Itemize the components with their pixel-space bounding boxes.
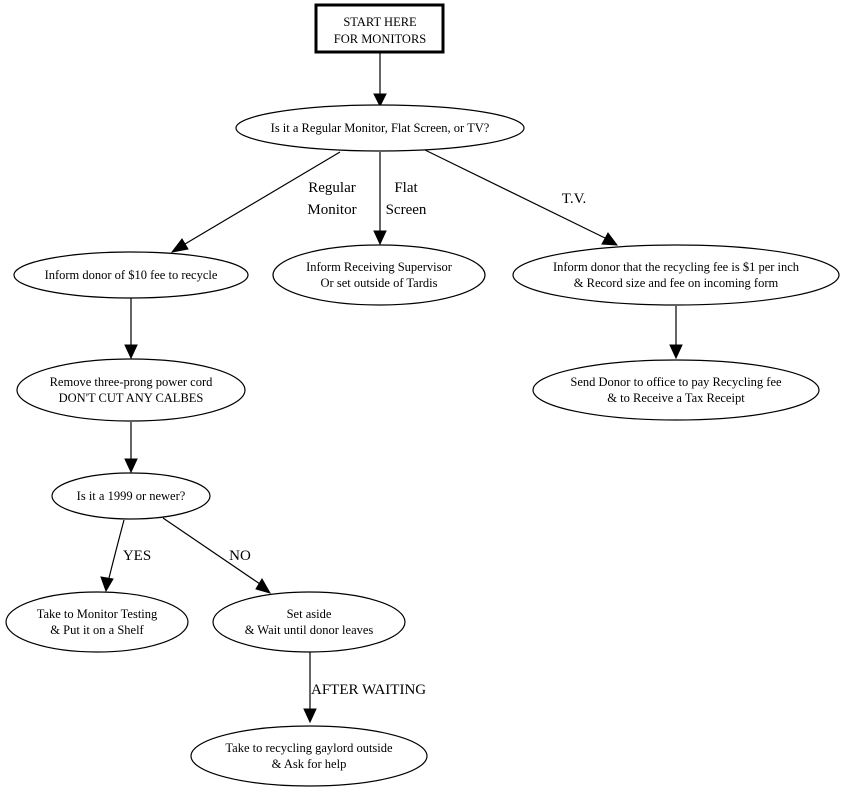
node-send-office-line-2: & to Receive a Tax Receipt [607, 391, 745, 405]
node-set-aside: Set aside & Wait until donor leaves [212, 591, 406, 653]
node-remove-cord-line-1: Remove three-prong power cord [50, 375, 214, 389]
arrowhead [601, 232, 619, 246]
arrowhead [124, 458, 138, 474]
edge-type-to-fee [184, 151, 341, 245]
arrowhead [373, 230, 387, 246]
node-start-line-2: FOR MONITORS [334, 32, 427, 46]
node-inform-tv-fee-line-2: & Record size and fee on incoming form [574, 276, 779, 290]
node-year-question: Is it a 1999 or newer? [51, 472, 211, 520]
edge-label-no: NO [229, 548, 251, 564]
node-remove-cord: Remove three-prong power cord DON'T CUT … [16, 358, 246, 422]
node-monitor-testing-line-2: & Put it on a Shelf [50, 623, 144, 637]
edge-label-flat-screen-line-2: Screen [386, 202, 427, 218]
node-inform-fee: Inform donor of $10 fee to recycle [13, 251, 249, 299]
edge-labels: Regular Monitor Flat Screen T.V. YES NO … [123, 180, 586, 698]
node-monitor-testing-line-1: Take to Monitor Testing [37, 607, 158, 621]
edge-year-to-set-aside [162, 517, 261, 585]
edge-type-to-tv-fee [424, 149, 606, 239]
edge-year-to-testing [108, 519, 125, 579]
node-type-question-text: Is it a Regular Monitor, Flat Screen, or… [271, 121, 490, 135]
node-inform-tv-fee: Inform donor that the recycling fee is $… [512, 244, 840, 306]
edge-label-regular-monitor-line-2: Monitor [307, 202, 356, 218]
arrowhead [373, 93, 387, 108]
node-inform-supervisor-line-2: Or set outside of Tardis [321, 276, 438, 290]
node-monitor-testing: Take to Monitor Testing & Put it on a Sh… [5, 591, 189, 653]
node-remove-cord-line-2: DON'T CUT ANY CALBES [59, 391, 204, 405]
node-recycling-gaylord-line-1: Take to recycling gaylord outside [225, 741, 393, 755]
arrowhead [669, 344, 683, 360]
node-send-office-line-1: Send Donor to office to pay Recycling fe… [570, 375, 782, 389]
node-start: START HERE FOR MONITORS [314, 3, 445, 54]
arrowhead [124, 344, 138, 360]
arrowhead [100, 576, 114, 593]
arrowhead [303, 708, 317, 724]
node-inform-fee-text: Inform donor of $10 fee to recycle [45, 268, 218, 282]
node-year-question-text: Is it a 1999 or newer? [77, 489, 186, 503]
edges [100, 53, 683, 724]
node-inform-supervisor-line-1: Inform Receiving Supervisor [306, 260, 453, 274]
arrowhead [170, 238, 189, 253]
node-type-question: Is it a Regular Monitor, Flat Screen, or… [235, 104, 525, 152]
edge-label-yes: YES [123, 548, 151, 564]
edge-label-regular-monitor-line-1: Regular [308, 180, 355, 196]
edge-label-tv: T.V. [562, 191, 586, 207]
node-inform-supervisor: Inform Receiving Supervisor Or set outsi… [272, 244, 486, 306]
node-recycling-gaylord: Take to recycling gaylord outside & Ask … [190, 725, 428, 787]
node-start-line-1: START HERE [343, 15, 417, 29]
arrowhead [255, 578, 272, 594]
node-send-office: Send Donor to office to pay Recycling fe… [532, 359, 820, 421]
node-recycling-gaylord-line-2: & Ask for help [272, 757, 347, 771]
node-set-aside-line-1: Set aside [287, 607, 332, 621]
nodes: START HERE FOR MONITORS Is it a Regular … [5, 3, 840, 787]
edge-label-flat-screen-line-1: Flat [394, 180, 418, 196]
node-set-aside-line-2: & Wait until donor leaves [245, 623, 374, 637]
node-inform-tv-fee-line-1: Inform donor that the recycling fee is $… [553, 260, 800, 274]
edge-label-after-waiting: AFTER WAITING [311, 682, 426, 698]
